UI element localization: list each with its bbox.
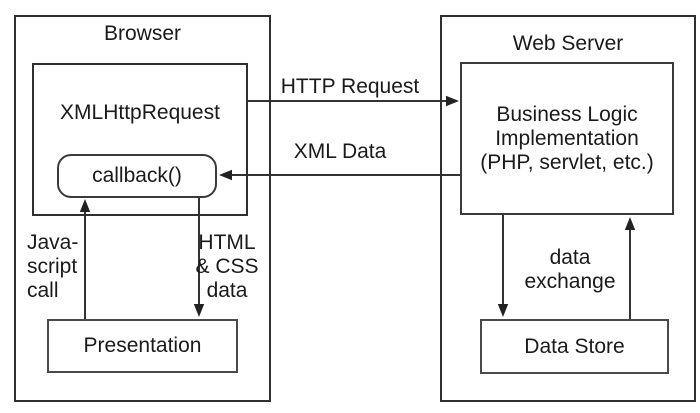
business-logic-label: Business Logic Implementation (PHP, serv… xyxy=(480,102,654,174)
http-request-arrow xyxy=(248,95,459,107)
presentation-box: Presentation xyxy=(47,319,238,373)
data-store-label: Data Store xyxy=(524,334,625,358)
javascript-call-arrow xyxy=(79,199,91,319)
data-exchange-up-arrow xyxy=(624,217,636,319)
browser-container-box xyxy=(14,15,271,402)
web-server-container-box xyxy=(440,15,696,402)
data-store-box: Data Store xyxy=(480,319,669,374)
http-request-label: HTTP Request xyxy=(280,75,420,98)
presentation-label: Presentation xyxy=(83,334,202,357)
browser-title: Browser xyxy=(103,22,182,45)
callback-label: callback() xyxy=(92,164,182,187)
business-logic-box: Business Logic Implementation (PHP, serv… xyxy=(460,62,674,215)
xmlhttprequest-label: XMLHttpRequest xyxy=(60,101,220,124)
xml-data-label: XML Data xyxy=(293,140,387,163)
web-server-title: Web Server xyxy=(512,32,624,55)
html-css-data-label: HTML & CSS data xyxy=(195,231,259,302)
javascript-call-label: Java- script call xyxy=(27,231,79,302)
callback-box: callback() xyxy=(57,154,217,198)
xmlhttprequest-box xyxy=(32,63,248,216)
data-exchange-down-arrow xyxy=(497,215,509,317)
data-exchange-label: data exchange xyxy=(524,246,616,293)
